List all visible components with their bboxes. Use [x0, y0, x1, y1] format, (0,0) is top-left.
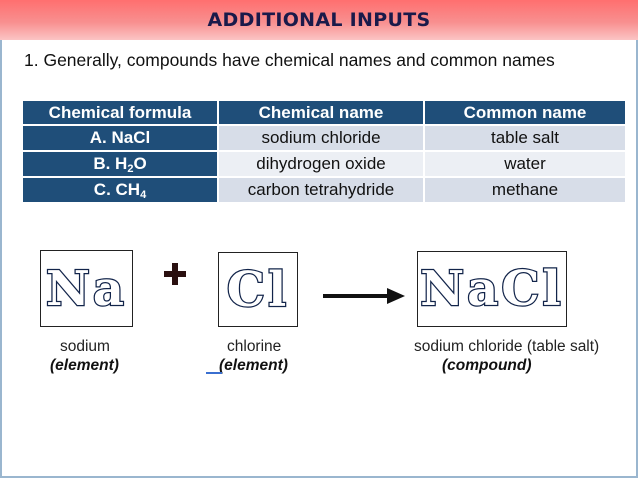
sodium-kind: (element) [50, 357, 119, 374]
formula-cell: A. NaCl [23, 125, 219, 152]
sodium-chloride-symbol-box: NaCl [417, 251, 567, 327]
header-common-name: Common name [424, 101, 627, 126]
chlorine-symbol: Cl [226, 260, 290, 319]
sodium-symbol: Na [45, 259, 127, 318]
table-row: C. CH4 carbon tetrahydride methane [23, 177, 627, 204]
chlorine-caption: chlorine [227, 338, 282, 355]
sodium-symbol-box: Na [40, 250, 133, 327]
common-name-cell: table salt [424, 125, 627, 152]
formula-cell: B. H2O [23, 151, 219, 178]
table-row: A. NaCl sodium chloride table salt [23, 125, 627, 152]
title-bar: ADDITIONAL INPUTS [0, 0, 638, 40]
header-chemical-formula: Chemical formula [23, 101, 219, 126]
intro-text: 1. Generally, compounds have chemical na… [24, 50, 555, 70]
slide-title: ADDITIONAL INPUTS [207, 9, 431, 31]
header-chemical-name: Chemical name [218, 101, 425, 126]
sodium-chloride-kind: (compound) [442, 357, 532, 374]
chemical-name-cell: dihydrogen oxide [218, 151, 425, 178]
chemical-name-cell: sodium chloride [218, 125, 425, 152]
common-name-cell: water [424, 151, 627, 178]
formula-cell: C. CH4 [23, 177, 219, 204]
common-name-cell: methane [424, 177, 627, 204]
chlorine-symbol-box: Cl [218, 252, 298, 327]
table-row: B. H2O dihydrogen oxide water [23, 151, 627, 178]
sodium-chloride-symbol: NaCl [419, 260, 564, 319]
sodium-chloride-caption: sodium chloride (table salt) [414, 338, 600, 355]
text-cursor-mark [206, 372, 222, 374]
table-header-row: Chemical formula Chemical name Common na… [23, 101, 627, 126]
chemical-name-cell: carbon tetrahydride [218, 177, 425, 204]
names-table: Chemical formula Chemical name Common na… [23, 101, 627, 204]
sodium-caption: sodium [60, 338, 110, 355]
chlorine-kind: (element) [219, 357, 288, 374]
plus-icon [164, 263, 186, 285]
right-arrow-icon [323, 288, 405, 304]
